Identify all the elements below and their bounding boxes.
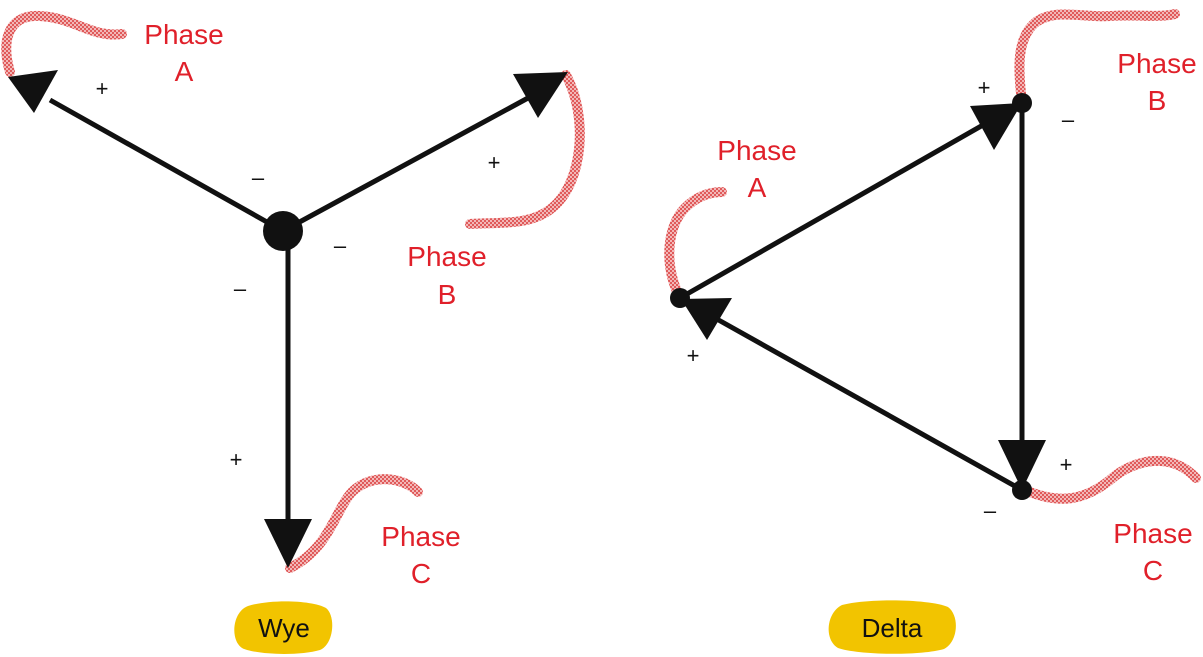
delta-side-b-arrowhead xyxy=(998,440,1046,490)
delta-phase-a-label-line2: A xyxy=(748,172,767,203)
wye-caption-highlight xyxy=(234,601,333,654)
delta-phase-b-plus: + xyxy=(978,75,991,100)
wye-phase-b-label-line1: Phase xyxy=(407,241,486,272)
wye-phase-a-lead xyxy=(1,10,127,77)
wye-phase-a-label-line1: Phase xyxy=(144,19,223,50)
wye-phase-c-label-line1: Phase xyxy=(381,521,460,552)
delta-phase-c-plus: + xyxy=(1060,452,1073,477)
delta-phase-b-label-line1: Phase xyxy=(1117,48,1196,79)
delta-node-a xyxy=(670,288,690,308)
wye-phase-b-arrow-shaft xyxy=(281,95,530,234)
delta-side-c-shaft xyxy=(713,315,1024,493)
delta-phase-a-lead xyxy=(664,187,727,301)
wye-caption: Wye xyxy=(258,613,310,643)
wye-phase-b-minus: – xyxy=(334,233,347,258)
delta-node-b xyxy=(1012,93,1032,113)
wye-phase-b-plus: + xyxy=(488,150,501,175)
delta-phase-c-minus: – xyxy=(984,498,997,523)
delta-node-c xyxy=(1012,480,1032,500)
wye-phase-b-arrowhead xyxy=(513,72,568,118)
delta-caption: Delta xyxy=(862,613,923,643)
wye-phase-a-minus: – xyxy=(252,165,265,190)
wye-phase-b-label-line2: B xyxy=(438,279,457,310)
delta-phase-c-label-line2: C xyxy=(1143,555,1163,586)
delta-phase-b-minus: – xyxy=(1062,107,1075,132)
delta-caption-highlight xyxy=(828,600,956,654)
delta-phase-c-label-line1: Phase xyxy=(1113,518,1192,549)
wye-phase-a-arrow-shaft xyxy=(48,97,285,234)
wye-neutral-point xyxy=(263,211,303,251)
wye-phase-a-plus: + xyxy=(96,76,109,101)
wye-phase-c-label-line2: C xyxy=(411,558,431,589)
delta-side-a-shaft xyxy=(678,118,992,301)
delta-diagram: + + – + – Phase A Phase B Phase C Delta xyxy=(664,9,1201,654)
delta-side-c-arrowhead xyxy=(681,298,732,340)
wye-phase-c-arrowhead xyxy=(264,519,312,568)
delta-phase-b-lead xyxy=(1014,9,1180,107)
wye-phase-b-lead xyxy=(465,70,585,229)
wye-diagram: + – + – – + Phase A Phase B Phase C Wye xyxy=(1,10,585,654)
delta-side-a-arrowhead xyxy=(970,103,1022,150)
delta-phase-a-plus: + xyxy=(687,343,700,368)
wye-phase-c-lead xyxy=(285,474,423,573)
delta-phase-c-lead xyxy=(1020,455,1201,504)
delta-phase-a-label-line1: Phase xyxy=(717,135,796,166)
wye-phase-c-minus: – xyxy=(234,276,247,301)
delta-phase-b-label-line2: B xyxy=(1148,85,1167,116)
wye-phase-c-plus: + xyxy=(230,447,243,472)
wye-phase-a-label-line2: A xyxy=(175,56,194,87)
wye-phase-a-arrowhead xyxy=(8,70,58,113)
